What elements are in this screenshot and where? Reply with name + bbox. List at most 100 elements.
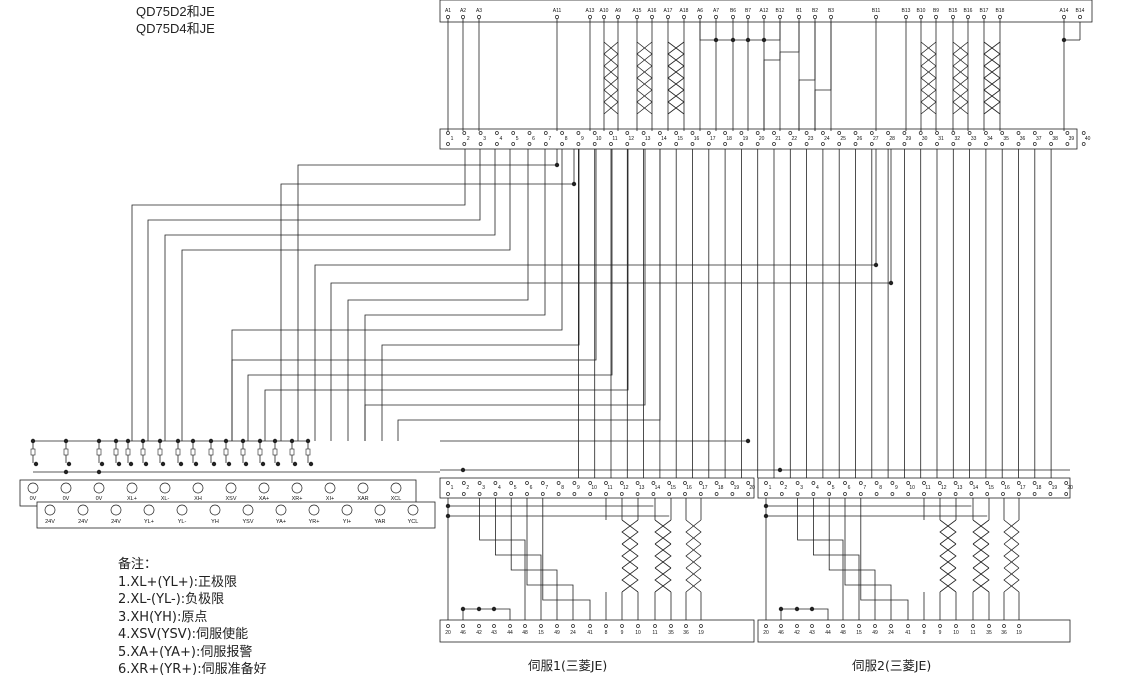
switch-pole <box>211 461 217 467</box>
plc-pin-label: B15 <box>949 8 958 14</box>
servo2-pin-label: 10 <box>953 630 959 636</box>
servo2-pin <box>857 624 861 628</box>
plc-pin <box>966 15 970 19</box>
switch-pole <box>260 461 266 467</box>
servo1-terminal-number: 10 <box>591 485 597 491</box>
relay-terminal-number: 12 <box>629 136 635 142</box>
relay-terminal <box>886 142 890 146</box>
servo1-terminal <box>540 481 545 485</box>
plc-pin <box>1062 15 1066 19</box>
junction-dot <box>730 37 736 43</box>
io-terminal-bottom-ring <box>110 504 122 516</box>
junction-dot <box>873 262 879 268</box>
relay-terminal <box>543 131 548 135</box>
servo1-pin <box>477 624 481 628</box>
io-terminal-top-label: XA+ <box>259 496 270 502</box>
servo2-terminal <box>1001 481 1005 485</box>
servo2-terminal-number: 14 <box>973 485 979 491</box>
servo1-terminal-number: 7 <box>545 485 548 491</box>
io-wire <box>264 149 629 441</box>
relay-terminal <box>446 142 450 146</box>
plc-pin <box>998 15 1002 19</box>
wire <box>798 22 816 131</box>
notes-block: 备注： 1.XL+(YL+):正极限 2.XL-(YL-):负极限 3.XH(Y… <box>118 556 267 679</box>
io-terminal-bottom-label: YAR <box>375 519 386 525</box>
relay-terminal <box>1065 142 1070 146</box>
servo1-pin-label: 19 <box>698 630 704 636</box>
twisted-pair <box>952 65 969 91</box>
twisted-pair <box>603 41 619 67</box>
relay-terminal <box>690 131 695 135</box>
servo2-terminal <box>795 492 800 496</box>
servo2-terminal-number: 16 <box>1004 485 1010 491</box>
io-terminal-top-label: XL- <box>161 496 170 502</box>
io-terminal-bottom-ring <box>242 504 254 516</box>
twisted-pair <box>972 567 990 593</box>
servo1-terminal <box>698 481 703 485</box>
relay-terminal <box>609 131 613 135</box>
junction-dot <box>190 438 196 444</box>
servo1-terminal-number: 8 <box>561 485 564 491</box>
plc-pin-label: B7 <box>745 8 751 14</box>
servo1-terminal-number: 11 <box>607 485 612 491</box>
servo1-terminal <box>619 492 624 496</box>
junction-dot <box>761 37 767 43</box>
servo1-terminal <box>635 481 640 485</box>
io-wire <box>181 149 511 441</box>
twisted-pair <box>636 65 653 91</box>
servo-wire <box>828 498 876 620</box>
servo1-terminal <box>572 481 577 485</box>
plc-pin-label: B1 <box>796 8 802 14</box>
switch-pole <box>226 461 232 467</box>
io-terminal-top-ring <box>192 482 204 494</box>
servo2-terminal <box>858 481 863 485</box>
io-terminal-top-ring <box>126 482 138 494</box>
relay-terminal <box>511 131 516 135</box>
twisted-pair <box>920 41 937 67</box>
twisted-pair <box>621 567 639 593</box>
relay-terminal-number: 18 <box>726 136 732 142</box>
servo1-terminal <box>588 481 593 485</box>
io-wire <box>364 149 646 441</box>
servo1-pin <box>508 624 512 628</box>
servo2-terminal <box>953 481 958 485</box>
plc-pin-label: A3 <box>476 8 482 14</box>
relay-terminal <box>1016 142 1021 146</box>
plc-pin <box>904 15 908 19</box>
twisted-pair <box>972 519 990 545</box>
servo2-pin <box>938 624 942 628</box>
twisted-pair <box>983 65 1001 91</box>
servo2-terminal-number: 20 <box>1067 485 1073 491</box>
plc-pin <box>762 15 766 19</box>
servo1-pin <box>699 624 703 628</box>
servo2-terminal-number: 6 <box>848 485 851 491</box>
io-terminal-top-ring <box>258 482 270 494</box>
servo1-terminal <box>540 492 545 496</box>
relay-terminal <box>788 142 793 146</box>
servo2-terminal <box>1032 481 1037 485</box>
bus-wire <box>764 22 781 41</box>
io-terminal-top-ring <box>159 482 171 494</box>
servo1-pin <box>669 624 673 628</box>
servo1-terminal <box>619 481 624 485</box>
servo2-terminal-number: 18 <box>1036 485 1042 491</box>
twisted-pair <box>667 65 685 91</box>
io-terminal-top-label: XSV <box>225 496 236 502</box>
switch-pole <box>116 461 122 467</box>
relay-terminal-number: 5 <box>516 136 519 142</box>
plc-pin <box>934 15 938 19</box>
servo2-pin-label: 46 <box>778 630 784 636</box>
plc-pin-label: B14 <box>1076 8 1085 14</box>
servo2-terminal <box>811 481 816 485</box>
servo2-terminal <box>843 481 847 485</box>
junction-dot <box>175 438 181 444</box>
notes-title: 备注： <box>118 557 158 572</box>
plc-pin <box>555 15 559 19</box>
servo2-terminal-number: 17 <box>1020 485 1026 491</box>
relay-terminal <box>1000 131 1005 135</box>
servo1-terminal-number: 6 <box>530 485 533 491</box>
junction-dot <box>491 606 497 612</box>
servo2-terminal <box>1064 492 1069 496</box>
servo2-terminal <box>874 492 879 496</box>
servo1-pin <box>523 624 527 628</box>
